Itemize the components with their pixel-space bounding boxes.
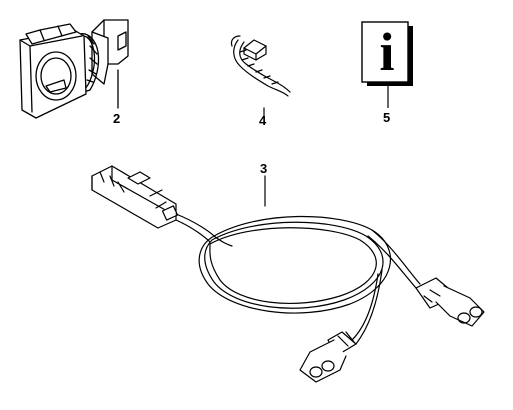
- information-icon: [361, 21, 413, 108]
- callout-3: 3: [260, 161, 268, 176]
- callout-5: 5: [383, 110, 391, 125]
- callout-2: 2: [113, 111, 121, 126]
- wiring-harness-icon: [91, 165, 485, 383]
- info-letter: i: [379, 22, 395, 82]
- trailer-socket-icon: [19, 19, 129, 119]
- callout-4: 4: [259, 113, 267, 128]
- cable-tie-icon: [230, 35, 291, 119]
